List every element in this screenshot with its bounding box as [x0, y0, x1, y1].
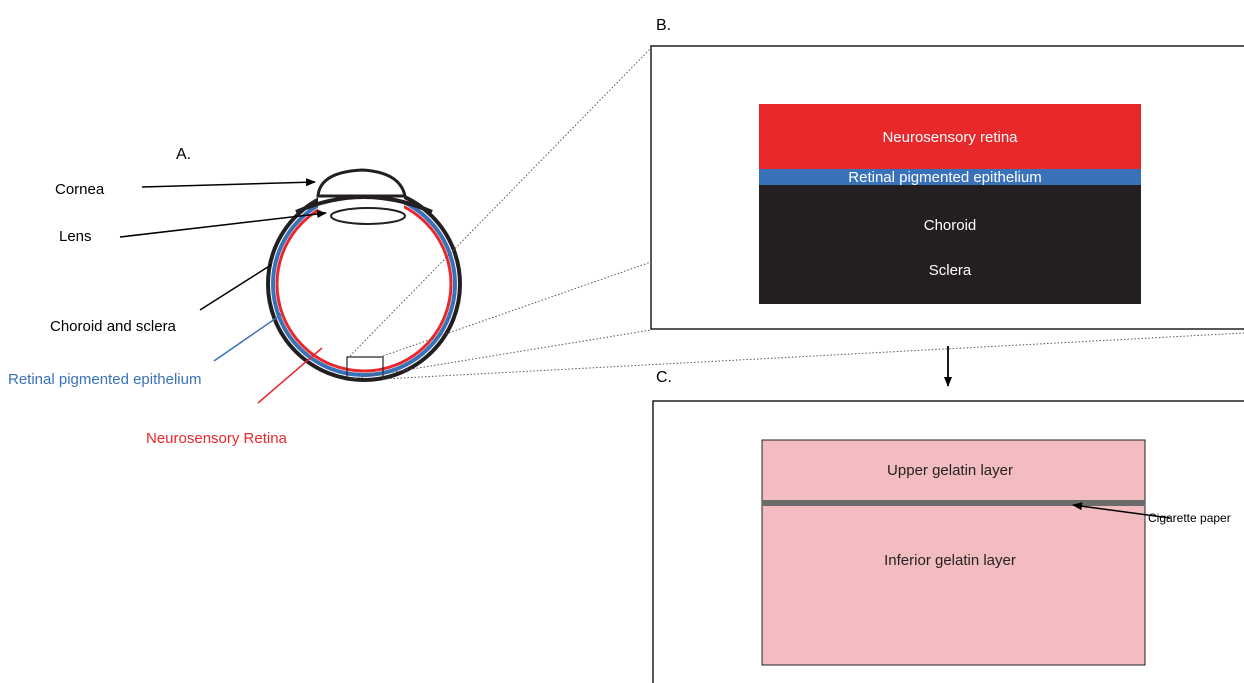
- lens-arrow: [119, 210, 327, 238]
- cornea: [316, 168, 407, 198]
- panel-c-label: C.: [656, 369, 672, 386]
- upper-gelatin-label: Upper gelatin layer: [887, 462, 1013, 479]
- retina-layer: [759, 104, 1141, 169]
- choroid-label: Choroid: [924, 217, 977, 234]
- rpe-label: Retinal pigmented epithelium: [8, 371, 201, 388]
- cornea-arrow: [141, 178, 316, 188]
- choroid-sclera-layer: [759, 185, 1141, 304]
- cigarette-paper-arrow: [1072, 502, 1171, 519]
- panel-b-label: B.: [656, 17, 671, 34]
- rpe-layer-label: Retinal pigmented epithelium: [848, 169, 1041, 186]
- choroid-sclera-pointer: [199, 264, 272, 311]
- cigarette-paper-label: Cigarette paper: [1148, 511, 1231, 525]
- retina-pointer: [257, 347, 323, 404]
- gelatin-block: [761, 439, 1146, 666]
- zoom-box: [346, 356, 384, 380]
- panel-c-frame: [652, 400, 1244, 683]
- cornea-label: Cornea: [55, 181, 105, 198]
- sclera-label: Sclera: [929, 262, 972, 279]
- retina-layer-label: Neurosensory retina: [882, 129, 1018, 146]
- panel-a-label: A.: [176, 146, 191, 163]
- lens: [330, 207, 406, 225]
- choroid-sclera-label: Choroid and sclera: [50, 318, 177, 335]
- cigarette-paper-label-clip: Cigarette paper: [1148, 511, 1231, 525]
- rpe-layer: [759, 169, 1141, 185]
- cigarette-paper-layer: [762, 500, 1145, 506]
- panel-b-frame: [650, 45, 1244, 330]
- rpe-pointer: [213, 313, 283, 362]
- inferior-gelatin-label: Inferior gelatin layer: [884, 552, 1016, 569]
- zoom-guide-lines: [349, 47, 1244, 380]
- lens-label: Lens: [59, 228, 92, 245]
- retina-label: Neurosensory Retina: [146, 430, 288, 447]
